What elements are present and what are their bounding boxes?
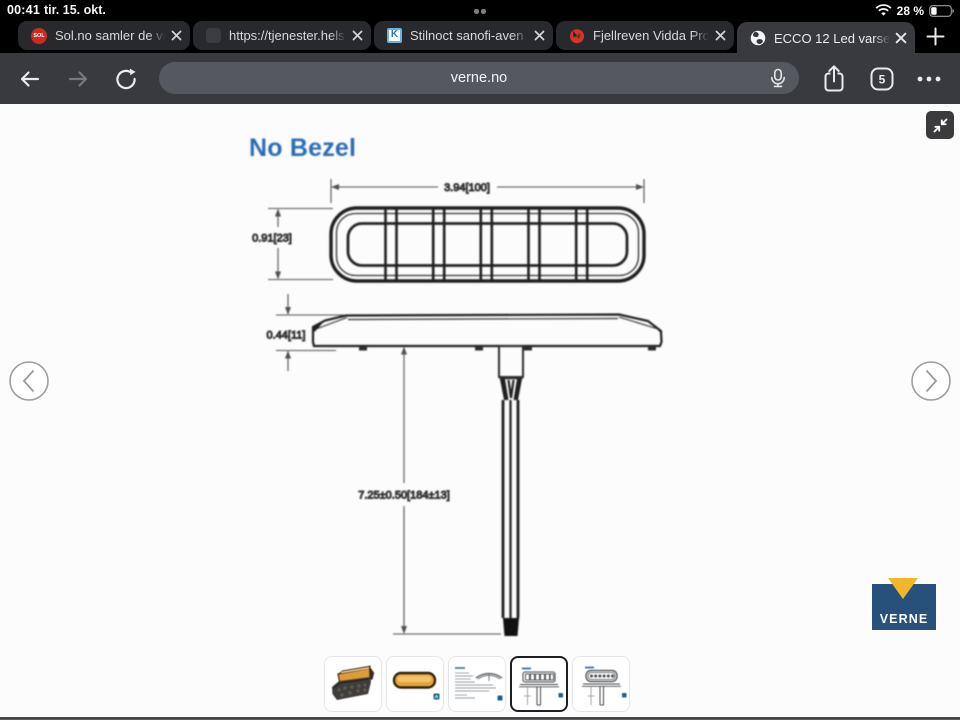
url-text: verne.no: [450, 70, 508, 86]
close-tab-icon[interactable]: [709, 25, 731, 47]
tab-fjellreven[interactable]: Fjellreven Vidda Pro: [556, 21, 734, 50]
tab-label: ECCO 12 Led varsell: [774, 30, 890, 46]
felleskatalogen-favicon-icon: K: [387, 28, 402, 43]
browser-toolbar: verne.no 5: [0, 53, 960, 104]
product-drawing-title: No Bezel: [249, 134, 357, 162]
generic-favicon-icon: [206, 28, 221, 43]
thumbnail-drawing-no-bezel-selected[interactable]: [510, 656, 568, 712]
status-bar: 00:41 tir. 15. okt. 28 %: [0, 0, 960, 21]
share-button[interactable]: [812, 53, 856, 104]
tab-label: https://tjenester.hels: [229, 28, 345, 43]
three-dots-icon: [917, 76, 941, 81]
previous-image-button[interactable]: [9, 361, 49, 401]
tab-strip: SOL Sol.no samler de vik https://tjenest…: [0, 21, 960, 54]
tab-switcher-button[interactable]: 5: [860, 53, 904, 104]
verne-logo: VERNE: [871, 576, 936, 631]
dim-profile-label: 0.44[11]: [267, 330, 306, 342]
multitasking-dots-icon: [474, 9, 486, 14]
thumbnail-drawing-dots[interactable]: [572, 656, 630, 712]
plus-icon: [926, 27, 944, 45]
forward-arrow-icon: [68, 70, 88, 87]
web-page-content: No Bezel 3.94[100]: [0, 104, 960, 720]
dim-width-label: 3.94[100]: [444, 182, 490, 194]
exit-fullscreen-button[interactable]: [926, 111, 954, 139]
microphone-icon[interactable]: [767, 67, 789, 89]
dim-height-label: 0.91[23]: [252, 233, 292, 245]
tab-label: Stilnoct sanofi-aven: [410, 28, 524, 43]
next-image-button[interactable]: [911, 361, 951, 401]
chevron-left-icon: [9, 361, 49, 401]
verne-logo-triangle-icon: [888, 578, 918, 599]
tab-label: Fjellreven Vidda Pro: [593, 28, 709, 43]
close-tab-icon[interactable]: [346, 25, 368, 47]
url-bar[interactable]: verne.no: [159, 62, 799, 94]
collapse-arrows-icon: [933, 118, 947, 132]
thumbnail-strip: [324, 656, 630, 712]
tab-sol-no[interactable]: SOL Sol.no samler de vik: [18, 21, 190, 50]
dim-cable-label: 7.25±0.50[184±13]: [358, 490, 450, 502]
thumbnail-photo-angled[interactable]: [324, 656, 382, 712]
back-arrow-icon: [20, 70, 40, 87]
fjallraven-fox-favicon-icon: [569, 28, 585, 44]
date: tir. 15. okt.: [44, 3, 106, 17]
back-button[interactable]: [8, 53, 52, 104]
thumbnail-photo-front[interactable]: [386, 656, 444, 712]
reload-icon: [116, 68, 136, 89]
wifi-icon: [875, 4, 892, 16]
verne-logo-text: VERNE: [879, 612, 929, 626]
reload-button[interactable]: [104, 53, 148, 104]
share-icon: [824, 64, 844, 91]
close-tab-icon[interactable]: [890, 27, 912, 49]
tab-stilnoct[interactable]: K Stilnoct sanofi-aven: [374, 21, 553, 50]
tab-ecco-active[interactable]: ECCO 12 Led varsell: [737, 22, 915, 54]
menu-button[interactable]: [907, 53, 951, 104]
tab-count-icon: 5: [870, 67, 894, 90]
chevron-right-icon: [911, 361, 951, 401]
globe-favicon-icon: [750, 30, 766, 46]
battery-icon: [929, 4, 954, 17]
bottom-divider: [0, 716, 960, 720]
forward-button[interactable]: [56, 53, 100, 104]
tab-tjenester-hels[interactable]: https://tjenester.hels: [193, 21, 371, 50]
sol-favicon-icon: SOL: [31, 27, 47, 44]
thumbnail-drawing-bracket[interactable]: [448, 656, 506, 712]
tab-label: Sol.no samler de vik: [55, 28, 165, 43]
clock: 00:41: [7, 3, 40, 17]
close-tab-icon[interactable]: [165, 25, 187, 47]
tab-count: 5: [879, 72, 886, 86]
battery-percent: 28 %: [896, 3, 924, 18]
new-tab-button[interactable]: [920, 21, 950, 51]
technical-drawing: 3.94[100]: [252, 179, 663, 636]
close-tab-icon[interactable]: [528, 25, 550, 47]
